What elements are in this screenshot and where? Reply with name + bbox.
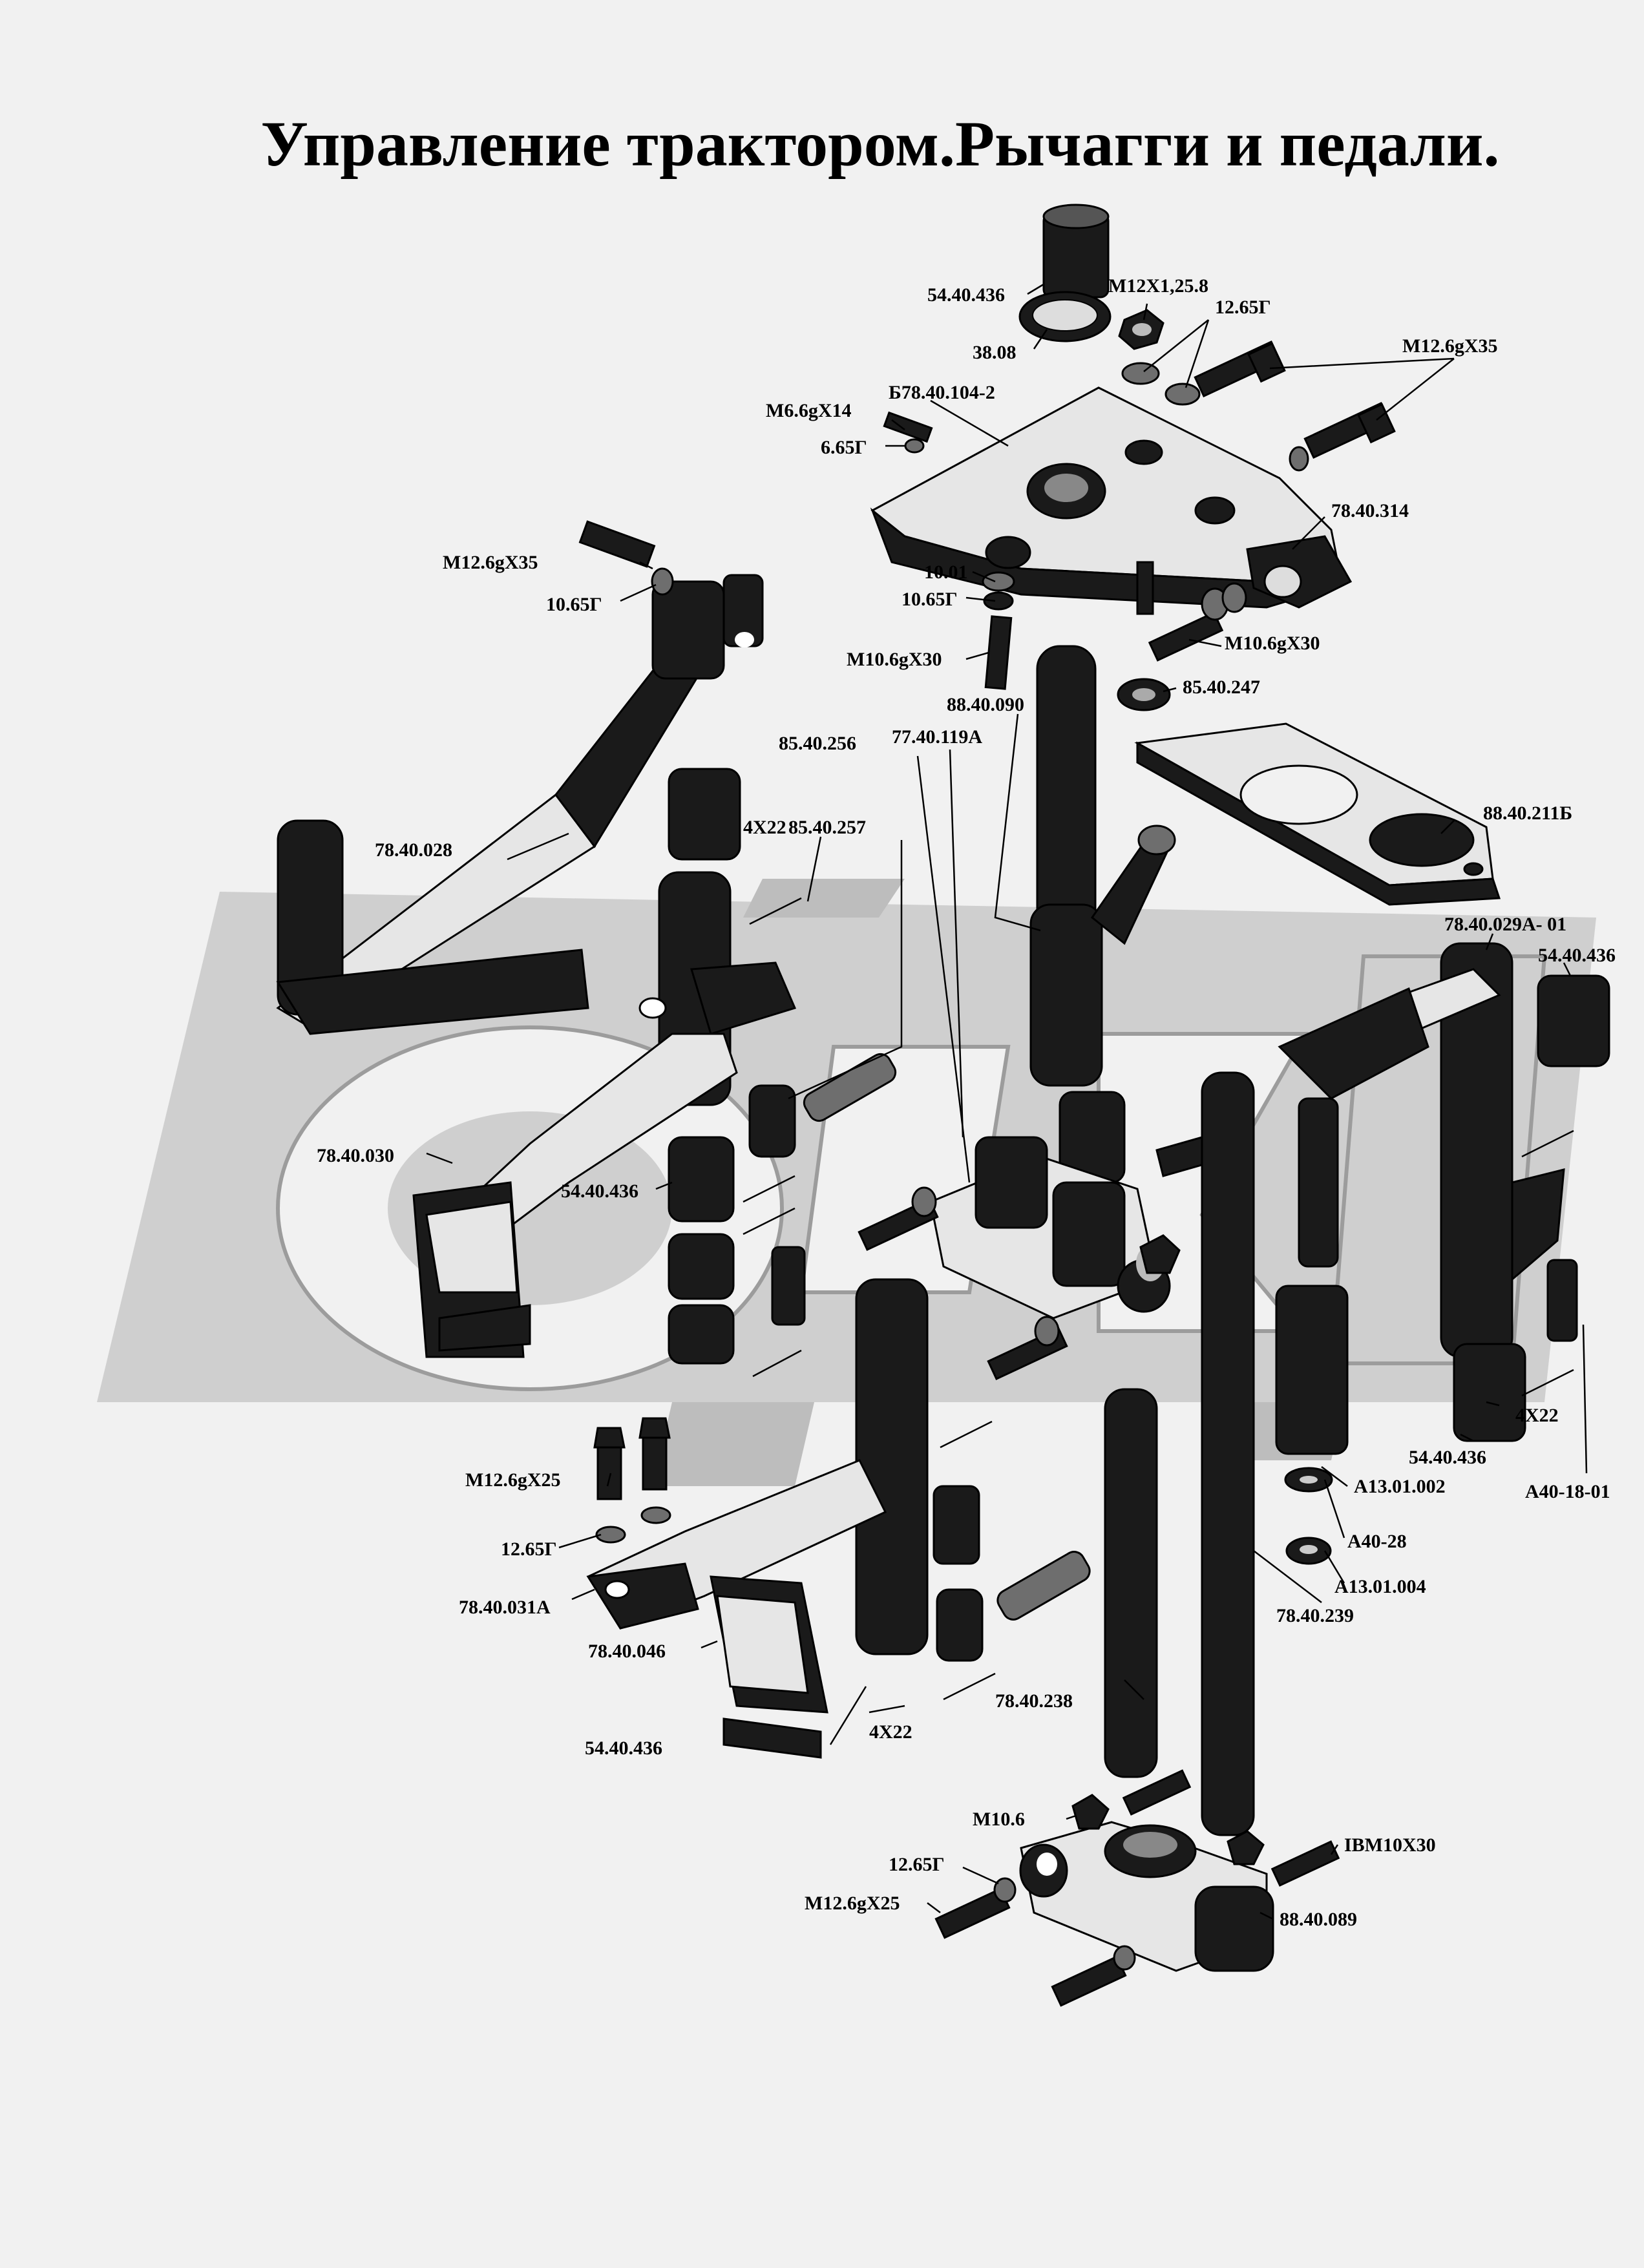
label-85-40-247: 85.40.247 (1183, 677, 1260, 698)
spring-lower (936, 1551, 1091, 1662)
yoke-77-40-119 (929, 1091, 1210, 1319)
label-4x22-b: 4Х22 (1515, 1405, 1559, 1426)
label-12-65g-c: 12.65Г (889, 1854, 945, 1875)
label-54-40-436-d: 54.40.436 (1409, 1447, 1486, 1468)
clamp-88-40-089 (934, 1769, 1340, 2007)
part-labels: 54.40.436 М12Х1,25.8 12.65Г М12.6gХ35 38… (317, 275, 1616, 1930)
bolt-m12-35-b (1289, 402, 1396, 472)
bolts-m12-25-left (593, 1417, 671, 1544)
label-78-40-046: 78.40.046 (588, 1641, 666, 1662)
cotter-pins (743, 897, 1574, 1701)
label-m12-6gx35-b: М12.6gХ35 (443, 552, 538, 573)
spacer-bushing-upper (668, 768, 741, 861)
label-12-65g-b: 12.65Г (501, 1538, 557, 1560)
pedal-78-40-030 (412, 871, 797, 1358)
label-88-40-089: 88.40.089 (1280, 1909, 1357, 1930)
label-78-40-028: 78.40.028 (375, 839, 452, 861)
label-88-40-211b: 88.40.211Б (1483, 803, 1572, 824)
label-78-40-239: 78.40.239 (1276, 1605, 1354, 1626)
bushings-left-column (668, 1136, 806, 1365)
label-a40-18-01: А40-18-01 (1525, 1481, 1610, 1502)
label-ibm10x30: IВМ10Х30 (1344, 1834, 1436, 1856)
label-78-40-238: 78.40.238 (995, 1690, 1073, 1712)
bolt-m12-35-a (1194, 341, 1286, 397)
lever-78-40-028 (276, 574, 764, 1035)
label-54-40-436-a: 54.40.436 (927, 284, 1005, 306)
pedal-78-40-029 (1278, 942, 1610, 1442)
label-6-65g: 6.65Г (821, 437, 867, 458)
label-12-65g-a: 12.65Г (1215, 297, 1271, 318)
leader-lines (426, 283, 1588, 1920)
label-4x22-c: 4Х22 (869, 1721, 912, 1743)
label-b78-40-104-2: Б78.40.104-2 (889, 382, 995, 403)
label-m12x1-25-8: М12Х1,25.8 (1108, 275, 1208, 297)
pin-78-40-239 (1201, 1071, 1255, 1836)
label-85-40-256: 85.40.256 (779, 733, 856, 754)
label-m6-6gx14: М6.6gХ14 (766, 400, 851, 421)
pedal-78-40-031 (586, 1278, 980, 1759)
ring-38-08 (1018, 291, 1112, 342)
label-78-40-030: 78.40.030 (317, 1145, 394, 1166)
bushing-top (1042, 204, 1110, 299)
label-54-40-436-e: 54.40.436 (585, 1738, 662, 1759)
label-m10-6gx30-b: М10.6gХ30 (1225, 633, 1320, 654)
label-m10-6gx30-a: М10.6gХ30 (847, 649, 942, 670)
label-78-40-029a-01: 78.40.029А- 01 (1444, 914, 1566, 935)
washers-center (982, 571, 1015, 690)
label-38-08: 38.08 (973, 342, 1017, 363)
label-10-65g-a: 10.65Г (546, 594, 602, 615)
label-77-40-119a: 77.40.119А (892, 726, 982, 748)
label-m10-6: М10.6 (973, 1809, 1025, 1830)
label-78-40-031a: 78.40.031А (459, 1597, 551, 1618)
label-a40-28: А40-28 (1347, 1531, 1407, 1552)
bolt-m12-35-left (578, 520, 674, 596)
label-54-40-436-b: 54.40.436 (1538, 945, 1616, 966)
nut-m12 (1118, 309, 1201, 406)
shaft-88-40-090 (1029, 645, 1176, 1087)
bolts-yoke (858, 1186, 1068, 1380)
label-10-01: 10.01 (924, 562, 968, 583)
plate-88-40-211 (1134, 722, 1501, 906)
sleeve-a13-01-002 (1275, 1285, 1349, 1565)
bolt-m6 (883, 411, 933, 454)
label-m12-6gx25-b: М12.6gХ25 (805, 1893, 900, 1914)
label-85-40-257: 85.40.257 (788, 817, 866, 838)
label-m12-6gx25-a: М12.6gХ25 (465, 1469, 560, 1491)
label-88-40-090: 88.40.090 (947, 694, 1024, 715)
label-a13-01-002: А13.01.002 (1354, 1476, 1446, 1497)
pin-78-40-238 (1104, 1388, 1158, 1778)
label-a13-01-004: А13.01.004 (1334, 1576, 1426, 1597)
bolt-m10-right (1117, 582, 1247, 711)
label-10-65g-b: 10.65Г (901, 589, 958, 610)
label-m12-6gx35-a: М12.6gХ35 (1402, 335, 1497, 357)
label-4x22-a: 4Х22 (743, 817, 786, 838)
label-54-40-436-c: 54.40.436 (561, 1181, 638, 1202)
label-78-40-314: 78.40.314 (1331, 500, 1409, 521)
diagram-title: Управление трактором.Рычагги и педали. (260, 108, 1500, 180)
